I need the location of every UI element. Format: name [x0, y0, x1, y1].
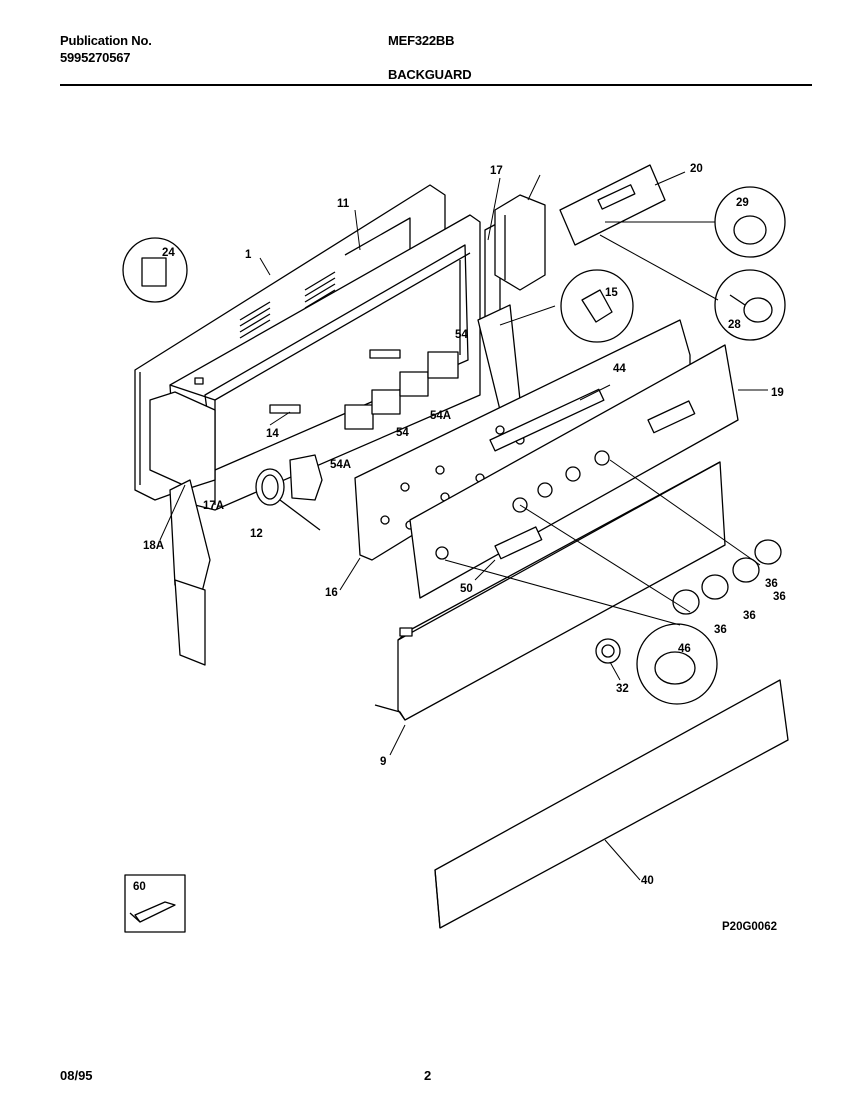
- publication-label: Publication No.: [60, 33, 152, 48]
- callout-54-top: 54: [455, 329, 468, 341]
- callout-24: 24: [162, 247, 175, 259]
- callout-36-b: 36: [773, 591, 786, 603]
- callout-28: 28: [728, 319, 741, 331]
- inset-circle-28: [714, 269, 786, 341]
- callout-17: 17: [490, 165, 503, 177]
- section-title: BACKGUARD: [388, 67, 472, 82]
- callout-17a: 17A: [203, 500, 224, 512]
- callout-11: 11: [337, 198, 350, 210]
- switch-part-54: [269, 349, 459, 430]
- callout-50: 50: [460, 583, 473, 595]
- callout-15: 15: [605, 287, 618, 299]
- callout-12: 12: [250, 528, 263, 540]
- knob-part-32: [595, 638, 621, 664]
- callout-labels: 1 11 17 20 24 29 15 28 54 44 19 54A 54 1…: [133, 163, 786, 933]
- publication-number: 5995270567: [60, 50, 131, 65]
- callout-18a: 18A: [143, 540, 164, 552]
- side-rail-part-17: [477, 221, 521, 411]
- callout-36-c: 36: [743, 610, 756, 622]
- callout-36-a: 36: [765, 578, 778, 590]
- side-trim-part-18a: [149, 391, 216, 666]
- control-bracket-part-16: [354, 319, 691, 561]
- footer-date: 08/95: [60, 1068, 93, 1083]
- control-panel-part-19: [409, 344, 739, 599]
- model-number: MEF322BB: [388, 33, 455, 48]
- callout-32: 32: [616, 683, 629, 695]
- callout-1: 1: [245, 249, 252, 261]
- callout-9: 9: [380, 756, 386, 768]
- callout-54a-top: 54A: [430, 410, 451, 422]
- lower-trim-part-40: [434, 679, 789, 929]
- callout-20: 20: [690, 163, 703, 175]
- callout-60: 60: [133, 881, 146, 893]
- leader-lines: [159, 171, 768, 881]
- screw-inset-part-60: [124, 874, 186, 933]
- callout-14: 14: [266, 428, 279, 440]
- inset-circle-29: [714, 186, 786, 258]
- thermostat-part-12: [255, 454, 323, 531]
- manifold-panel-part-9: [374, 461, 726, 721]
- footer-page-number: 2: [424, 1068, 432, 1083]
- inset-circle-24: [122, 237, 188, 303]
- inset-circle-15: [560, 269, 634, 343]
- callout-16-lower: 16: [325, 587, 338, 599]
- callout-19: 19: [771, 387, 784, 399]
- callout-29: 29: [736, 197, 749, 209]
- header-rule: [60, 84, 812, 86]
- callout-54a-mid: 54A: [330, 459, 351, 471]
- knob-part-36: [672, 539, 782, 615]
- inset-circle-46: [636, 623, 718, 705]
- side-trim-part-18: [494, 194, 546, 291]
- bracket-part-20: [559, 164, 666, 246]
- drawing-number: P20G0062: [722, 921, 777, 933]
- callout-36-d: 36: [714, 624, 727, 636]
- callout-54-mid: 54: [396, 427, 409, 439]
- callout-46: 46: [678, 643, 691, 655]
- callout-40: 40: [641, 875, 654, 887]
- callout-44: 44: [613, 363, 626, 375]
